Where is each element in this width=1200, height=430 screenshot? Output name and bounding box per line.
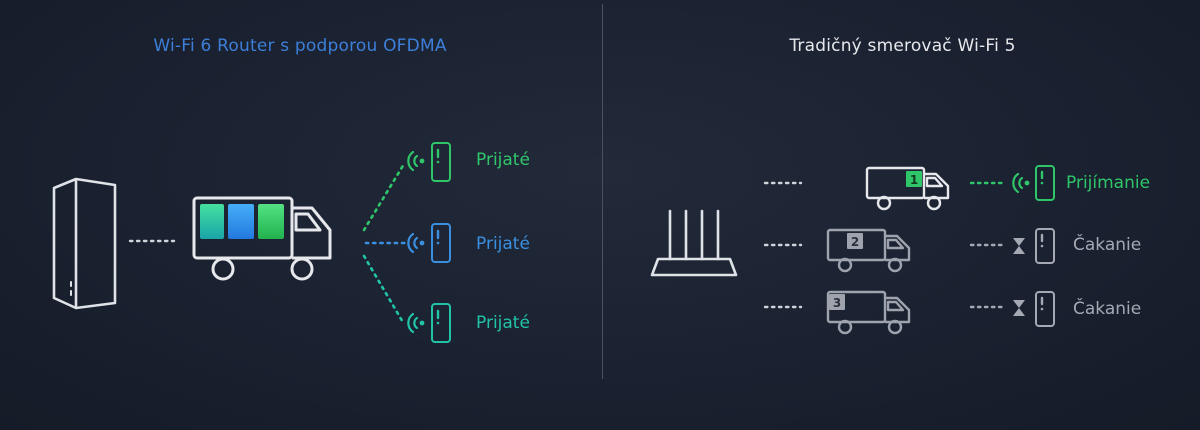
delivery-link-2 [969,243,1007,247]
smartphone-icon [1035,291,1055,327]
queue-link-1 [763,181,803,185]
delivery-link-3 [969,305,1007,309]
smartphone-icon [1035,165,1055,201]
package-number: 2 [851,235,859,249]
queue-2-status: Čakanie [1073,235,1142,255]
wifi-signal-icon [407,312,425,334]
queue-link-2 [763,243,803,247]
packet-green [258,204,284,239]
packet-teal [200,204,224,239]
smartphone-icon [431,303,451,343]
delivery-truck-icon: 1 [865,166,950,211]
panel-divider [602,4,603,379]
hourglass-icon [1013,238,1025,254]
packet-box [906,171,922,187]
smartphone-icon [431,142,451,182]
packet-box [829,294,845,310]
queue-link-3 [763,305,803,309]
delivery-truck-icon: 2 [826,228,911,273]
delivery-truck-icon: 3 [826,290,911,335]
queue-3-status: Čakanie [1073,299,1142,319]
device-1-status: Prijaté [476,150,530,170]
queue-1-status: Prijímanie [1066,173,1151,193]
ofdma-fan-out-links [362,162,408,326]
wifi5-title: Tradičný smerovač Wi-Fi 5 [789,36,1016,56]
wifi-signal-icon [1012,172,1030,194]
smartphone-icon [1035,228,1055,264]
package-number: 1 [910,173,918,187]
tower-router-icon [52,177,117,310]
package-number: 3 [833,296,841,310]
wifi-signal-icon [407,232,425,254]
wifi-signal-icon [407,150,425,172]
device-3-status: Prijaté [476,313,530,333]
wifi6-title: Wi-Fi 6 Router s podporou OFDMA [153,36,447,56]
router-to-truck-link [128,239,176,243]
packet-box [847,233,863,249]
hourglass-icon [1013,300,1025,316]
packet-blue [228,204,254,239]
delivery-truck-icon [192,196,332,281]
delivery-link-1 [969,181,1007,185]
smartphone-icon [431,223,451,263]
antenna-router-icon [650,209,738,277]
device-2-status: Prijaté [476,234,530,254]
